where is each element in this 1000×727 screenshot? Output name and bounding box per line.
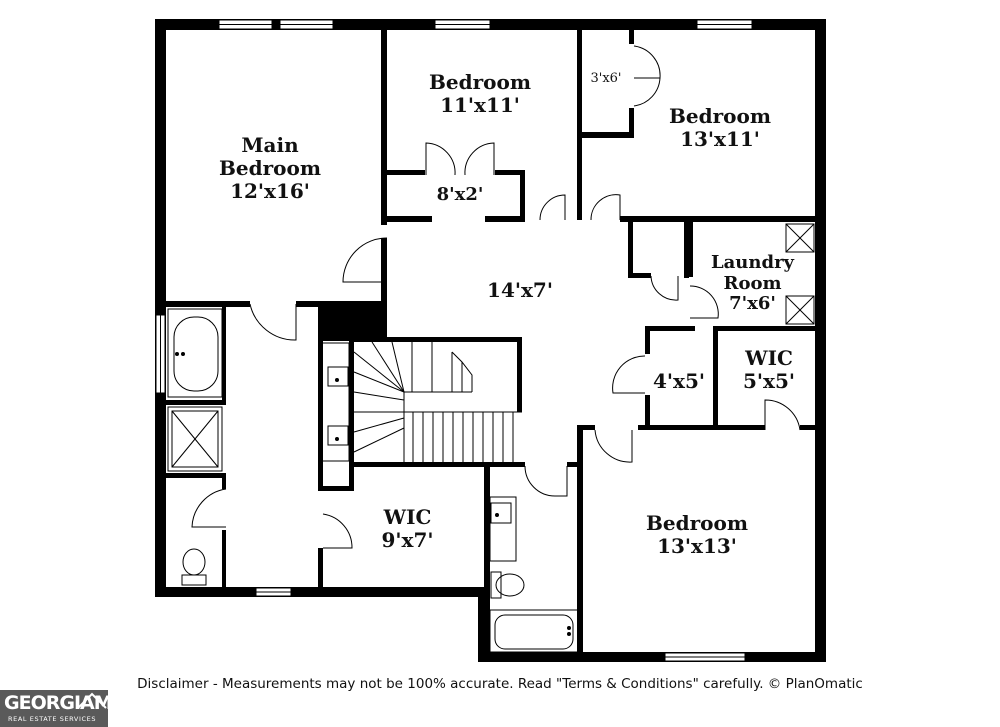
room-name-line2: Room [723, 272, 782, 294]
logo-wordmark: GEORGIAMLS [4, 692, 136, 714]
interior-walls [166, 30, 815, 662]
fixtures [167, 223, 815, 653]
room-name: WIC [745, 346, 793, 370]
room-size: 8'x2' [436, 184, 484, 205]
room-wic-right: WIC 5'x5' [724, 347, 814, 393]
floor-plan [155, 19, 826, 662]
room-name-line1: Laundry [710, 252, 795, 273]
room-size: 9'x7' [381, 528, 434, 552]
room-size: 3'x6' [590, 71, 622, 86]
room-name: Bedroom [669, 104, 771, 128]
room-size: 13'x11' [680, 127, 760, 151]
disclaimer-text: Disclaimer - Measurements may not be 100… [137, 676, 863, 692]
room-name: WIC [383, 505, 432, 529]
house-roof-icon [77, 692, 107, 709]
room-bedroom-right: Bedroom 13'x11' [655, 105, 785, 151]
room-bedroom-top: Bedroom 11'x11' [410, 71, 550, 117]
room-size: 13'x13' [657, 534, 737, 558]
room-laundry: Laundry Room 7'x6' [700, 252, 805, 315]
room-name-line1: Main [241, 133, 299, 157]
room-size: 5'x5' [742, 369, 795, 393]
room-closet-top: 8'x2' [420, 184, 500, 206]
room-name-line2: Bedroom [219, 156, 321, 180]
room-size: 14'x7' [487, 278, 553, 302]
room-closet-small: 3'x6' [584, 71, 628, 87]
georgia-mls-logo: GEORGIAMLS REAL ESTATE SERVICES [0, 690, 136, 727]
windows [155, 19, 753, 662]
room-size: 11'x11' [440, 93, 520, 117]
room-name: Bedroom [429, 70, 531, 94]
room-size: 12'x16' [230, 179, 310, 203]
room-size: 7'x6' [729, 293, 776, 315]
room-wic-main: WIC 9'x7' [365, 506, 450, 552]
room-bedroom-bottom: Bedroom 13'x13' [632, 512, 762, 558]
room-hall: 14'x7' [475, 279, 565, 302]
room-name: Bedroom [646, 511, 748, 535]
stairs [353, 341, 522, 462]
logo-subtitle: REAL ESTATE SERVICES [8, 715, 97, 723]
room-size: 4'x5' [652, 369, 705, 393]
doors [191, 45, 801, 549]
room-main-bedroom: Main Bedroom 12'x16' [205, 134, 335, 203]
room-closet-mid: 4'x5' [645, 370, 713, 393]
